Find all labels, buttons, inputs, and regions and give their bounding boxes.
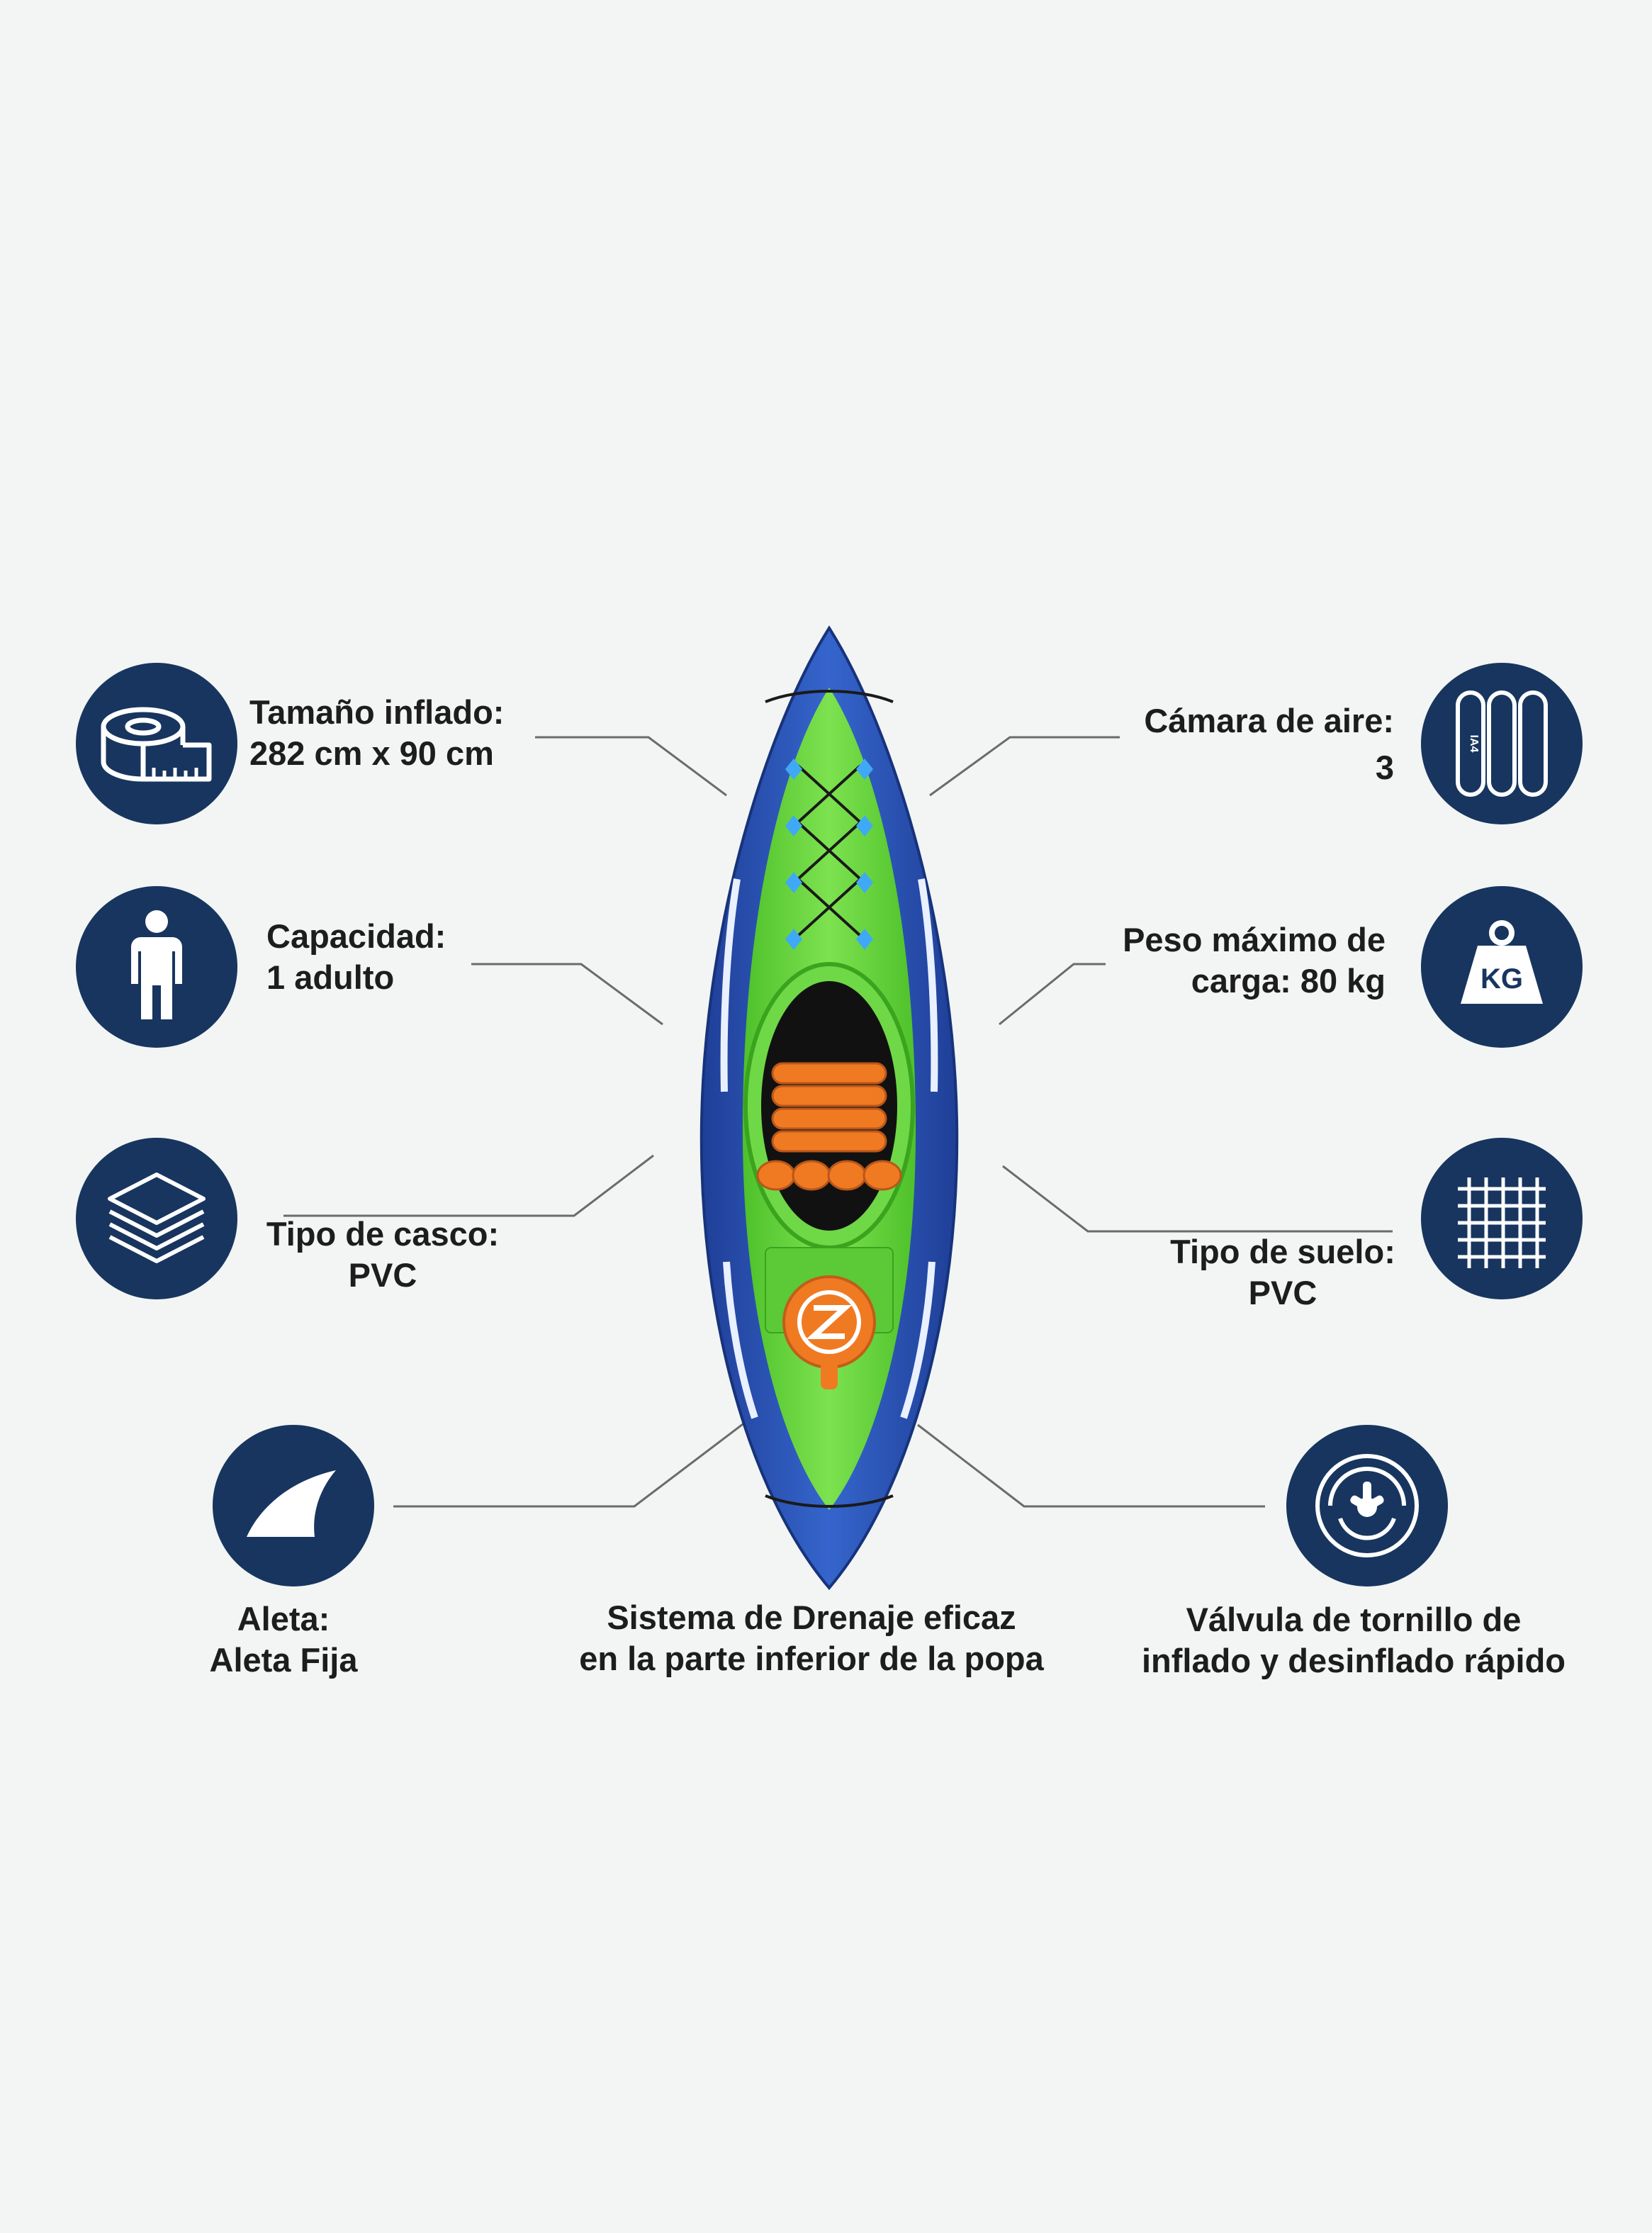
drainage-label: Sistema de Drenaje eficaz en la parte in… xyxy=(579,1599,1044,1677)
air-chambers-icon: IA4 xyxy=(1421,663,1583,824)
leader-capacity xyxy=(471,963,663,1026)
air-chambers-label: Cámara de aire: 3 xyxy=(1144,702,1394,786)
leader-load xyxy=(999,963,1106,1026)
leader-fin xyxy=(393,1416,752,1508)
kayak-image xyxy=(699,625,959,1591)
weight-icon-text: KG xyxy=(1480,963,1523,995)
person-icon xyxy=(76,886,237,1048)
leader-hull xyxy=(283,1154,654,1217)
capacity-label: Capacidad: 1 adulto xyxy=(266,917,446,996)
leader-air xyxy=(929,736,1120,797)
max-load-label: Peso máximo de carga: 80 kg xyxy=(1123,921,1386,1000)
leader-floor xyxy=(1002,1165,1393,1233)
size-label: Tamaño inflado: 282 cm x 90 cm xyxy=(249,693,505,772)
leader-valve xyxy=(917,1423,1265,1508)
hull-label: Tipo de casco: PVC xyxy=(266,1215,500,1294)
fin-label: Aleta: Aleta Fija xyxy=(209,1600,358,1679)
valve-icon xyxy=(1286,1425,1448,1586)
floor-label: Tipo de suelo: PVC xyxy=(1170,1233,1395,1311)
weight-icon: KG xyxy=(1421,886,1583,1048)
valve-label: Válvula de tornillo de inflado y desinfl… xyxy=(1142,1601,1566,1679)
fin-icon xyxy=(213,1425,374,1586)
leader-size xyxy=(535,736,727,797)
layers-icon xyxy=(76,1138,237,1299)
svg-text:IA4: IA4 xyxy=(1468,735,1480,753)
mesh-floor-icon xyxy=(1421,1138,1583,1299)
measuring-tape-icon xyxy=(76,663,237,824)
